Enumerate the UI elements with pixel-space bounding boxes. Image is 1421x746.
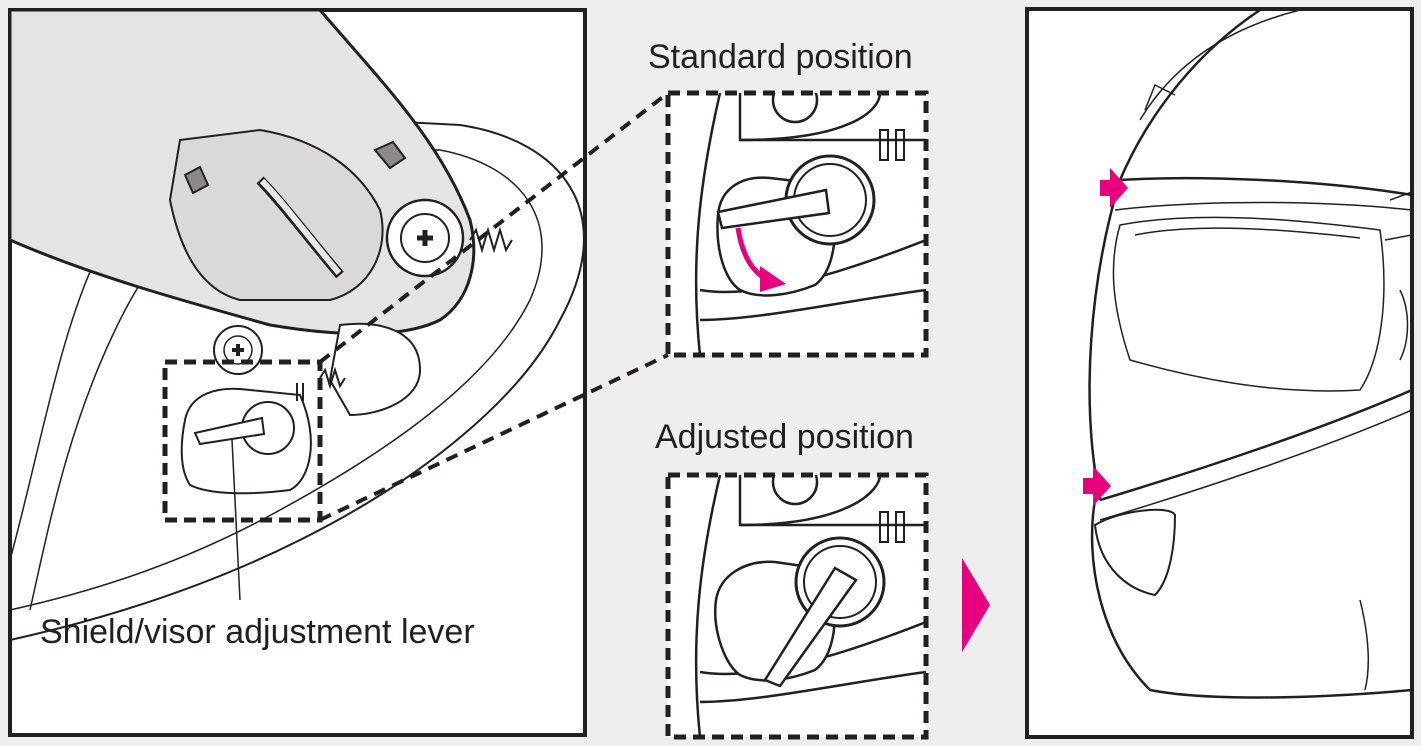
lever-label: Shield/visor adjustment lever <box>40 613 475 651</box>
left-detail-panel <box>8 8 587 737</box>
standard-position-zoom <box>665 90 929 358</box>
lower-indicator-arrow-icon <box>1083 466 1111 506</box>
upper-indicator-arrow-icon <box>1100 168 1128 208</box>
adjusted-position-label: Adjusted position <box>655 418 914 456</box>
right-helmet-panel <box>1025 7 1414 739</box>
zoom-connector-lines <box>318 91 670 522</box>
standard-position-label: Standard position <box>648 38 913 76</box>
result-arrow-icon <box>962 558 990 652</box>
adjusted-position-zoom <box>665 472 929 740</box>
